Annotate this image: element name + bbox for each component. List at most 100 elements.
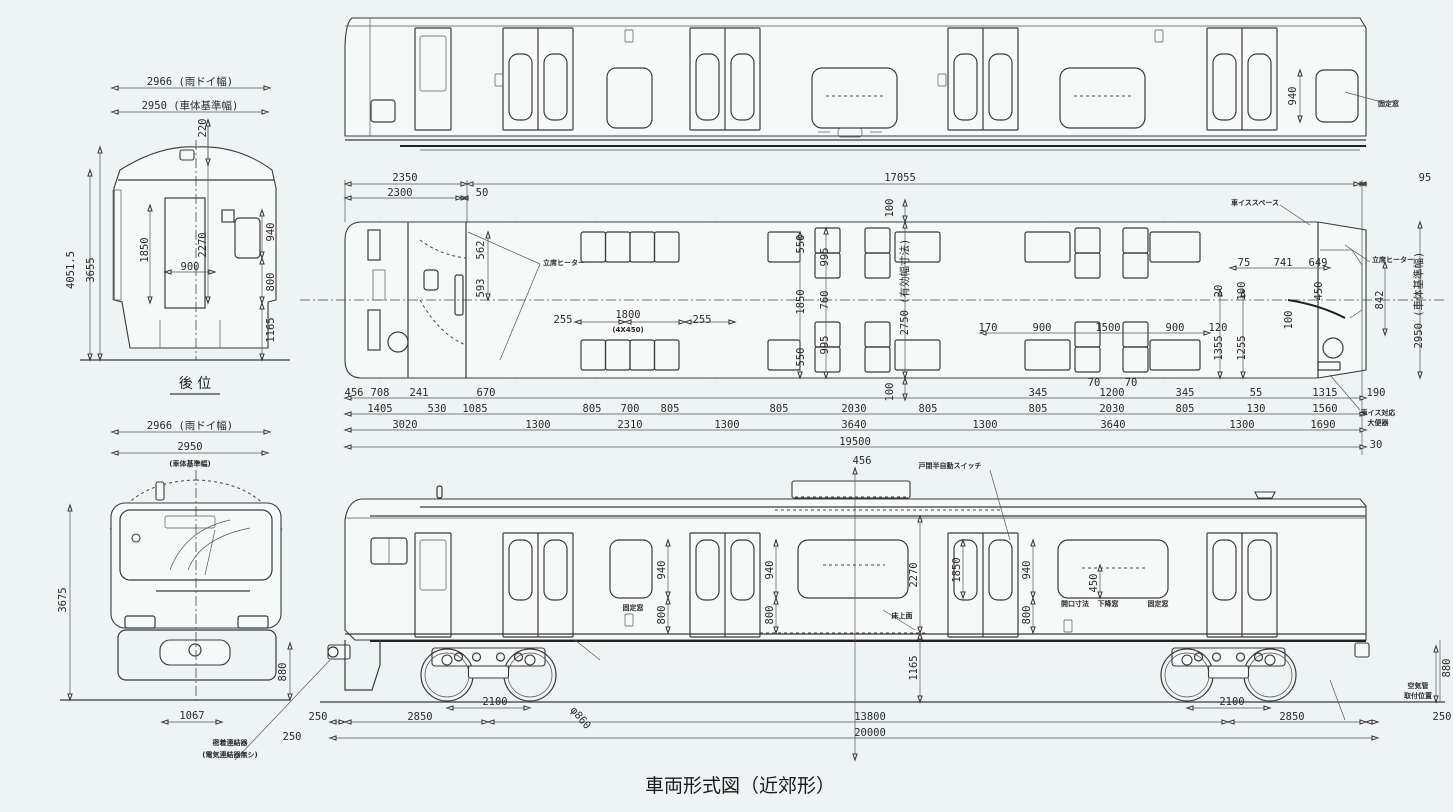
cross-seat — [1074, 252, 1101, 279]
dimension-label: 805 — [1176, 403, 1195, 415]
leader-line — [1344, 244, 1371, 263]
dimension-label: 2270 — [908, 562, 920, 587]
dimension-label: 1850 — [795, 289, 807, 314]
dimension-arrow — [1030, 538, 1036, 600]
cross-seat — [814, 252, 841, 279]
cab-equipment — [367, 229, 381, 261]
dimension-label: 2950 — [177, 441, 202, 453]
dimension-arrow — [259, 301, 265, 362]
dimension-label: 450 — [1088, 574, 1100, 593]
dimension-arrow — [917, 514, 923, 635]
note-label: 車イス対応 — [1361, 408, 1396, 417]
dimension-label: 1200 — [1099, 387, 1124, 399]
crew-door-window — [419, 35, 447, 92]
dimension-arrow — [1382, 260, 1388, 337]
dimension-arrow — [1297, 68, 1303, 124]
dimension-label: 456 — [345, 387, 364, 399]
leader-line — [574, 639, 601, 661]
door-window — [543, 539, 568, 601]
leader-line — [882, 609, 916, 631]
dimension-label: 2300 — [387, 187, 412, 199]
dimension-arrow — [902, 198, 908, 224]
door-swing — [419, 239, 467, 259]
dimension-arrow — [1364, 719, 1380, 725]
dimension-label: 2030 — [841, 403, 866, 415]
dimension-arrow — [328, 719, 347, 725]
dimension-arrow — [343, 395, 1368, 401]
dimension-arrow — [147, 203, 153, 305]
dimension-arrow — [1358, 181, 1368, 187]
dimension-arrow — [485, 230, 491, 302]
dimension-label: 1315 — [1312, 387, 1337, 399]
air-conditioner — [791, 480, 911, 499]
door-window — [508, 539, 533, 601]
headlight — [237, 615, 269, 629]
dimension-label: 3640 — [841, 419, 866, 431]
dimension-label: (4X450) — [612, 326, 643, 334]
indicator-lamp — [937, 73, 947, 87]
dimension-label: 450 — [1313, 282, 1325, 301]
dimension-label: 30 — [1370, 439, 1383, 451]
note-label: 車イススペース — [1231, 198, 1279, 207]
window — [797, 539, 909, 599]
fixed-window — [606, 67, 653, 129]
dimension-label: 241 — [410, 387, 429, 399]
dimension-label: 2100 — [482, 696, 507, 708]
dimension-arrow — [259, 256, 265, 305]
dimension-arrow — [1217, 288, 1223, 380]
dimension-label: 940 — [764, 561, 776, 580]
dimension-arrow — [683, 319, 737, 325]
fixed-window — [609, 539, 653, 599]
dimension-label: 649 — [1309, 257, 1328, 269]
dimension-label: 4051.5 — [65, 251, 77, 289]
dimension-label: 805 — [583, 403, 602, 415]
longitudinal-seat — [653, 231, 680, 263]
door-window — [953, 539, 978, 601]
cross-seat — [1122, 346, 1149, 373]
dimension-label: 255 — [554, 314, 573, 326]
dimension-arrow — [110, 429, 272, 435]
dimension-label: 3675 — [57, 587, 69, 612]
dimension-label: 842 — [1374, 291, 1386, 310]
door-window — [1212, 53, 1237, 121]
bogie-spring — [471, 652, 482, 662]
dimension-arrow — [1185, 705, 1272, 711]
dimension-label: 800 — [764, 606, 776, 625]
dimension-label: 255 — [693, 314, 712, 326]
dimension-arrow — [343, 181, 469, 187]
note-label: 立席ヒーター — [1372, 255, 1414, 264]
bogie-spring — [453, 652, 464, 662]
gangway-door — [164, 197, 206, 309]
dimension-arrow — [1226, 719, 1368, 725]
coupler — [188, 643, 202, 657]
toilet-basin — [387, 331, 409, 353]
dimension-label: 700 — [621, 403, 640, 415]
dimension-label: 1165 — [908, 655, 920, 680]
dimension-arrow — [1030, 596, 1036, 635]
dimension-label: 2850 — [407, 711, 432, 723]
dimension-arrow — [1240, 288, 1246, 380]
dimension-arrow — [259, 208, 265, 260]
accessible-toilet — [1322, 337, 1344, 359]
dimension-arrow — [1433, 644, 1439, 704]
dimension-label: 250 — [1433, 711, 1452, 723]
dimension-label: 50 — [476, 187, 489, 199]
dimension-label: φ860 — [568, 705, 593, 732]
cross-seat — [1074, 346, 1101, 373]
dimension-arrow — [1228, 265, 1332, 271]
dimension-arrow — [343, 719, 490, 725]
dimension-arrow — [110, 85, 272, 91]
windshield-reflection — [169, 519, 251, 576]
indicator-lamp — [1154, 29, 1164, 43]
dimension-arrow — [852, 466, 858, 762]
headlight — [124, 615, 156, 629]
seat — [1149, 339, 1201, 371]
dimension-label: 940 — [1021, 561, 1033, 580]
seat — [894, 231, 941, 263]
dimension-label: 70 — [1088, 377, 1101, 389]
leader-line — [467, 231, 541, 265]
dimension-label: 1850 — [951, 557, 963, 582]
indicator-lamp — [494, 73, 504, 87]
traction-motor — [467, 665, 510, 679]
